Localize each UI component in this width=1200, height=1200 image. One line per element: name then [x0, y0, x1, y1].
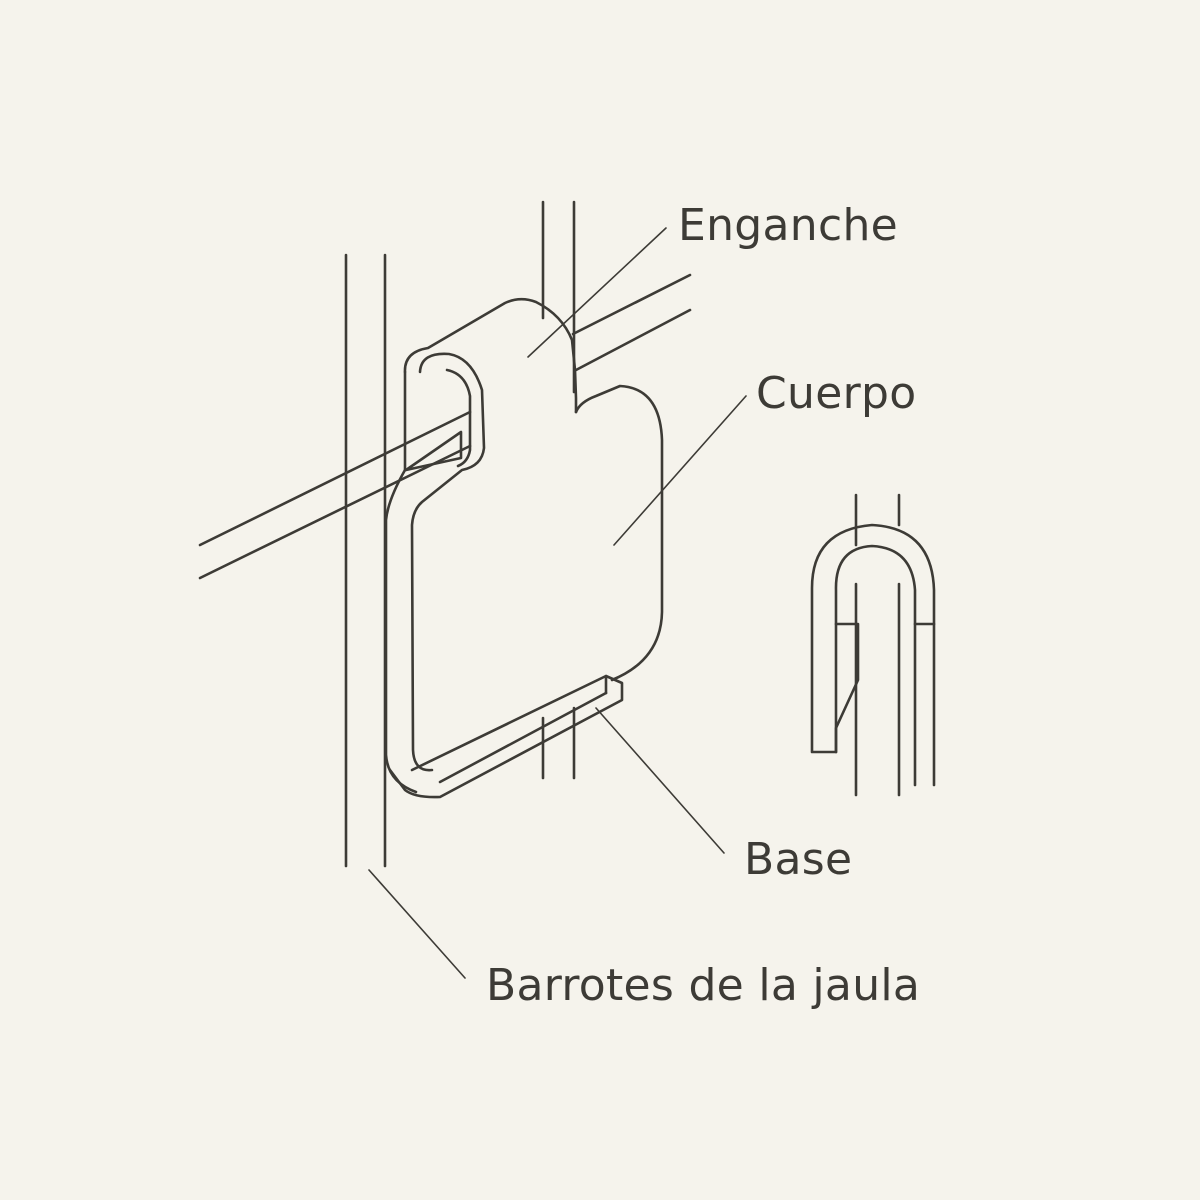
leader-cuerpo: [613, 395, 747, 546]
label-enganche: Enganche: [678, 200, 898, 251]
cage-bar-diagonal: [198, 273, 692, 580]
label-cuerpo: Cuerpo: [756, 368, 916, 419]
leader-barrotes: [368, 869, 466, 979]
leader-enganche: [527, 227, 667, 358]
clip-base: [388, 674, 624, 799]
clip-hook: [384, 297, 578, 794]
label-barrotes: Barrotes de la jaula: [486, 960, 920, 1011]
cage-bars-left: [344, 253, 387, 868]
cross-section-detail: [810, 493, 936, 797]
cage-bars-back: [541, 200, 576, 780]
clip-body: [574, 384, 664, 682]
leader-lines: [368, 227, 747, 979]
leader-base: [595, 707, 725, 854]
label-base: Base: [744, 834, 852, 885]
